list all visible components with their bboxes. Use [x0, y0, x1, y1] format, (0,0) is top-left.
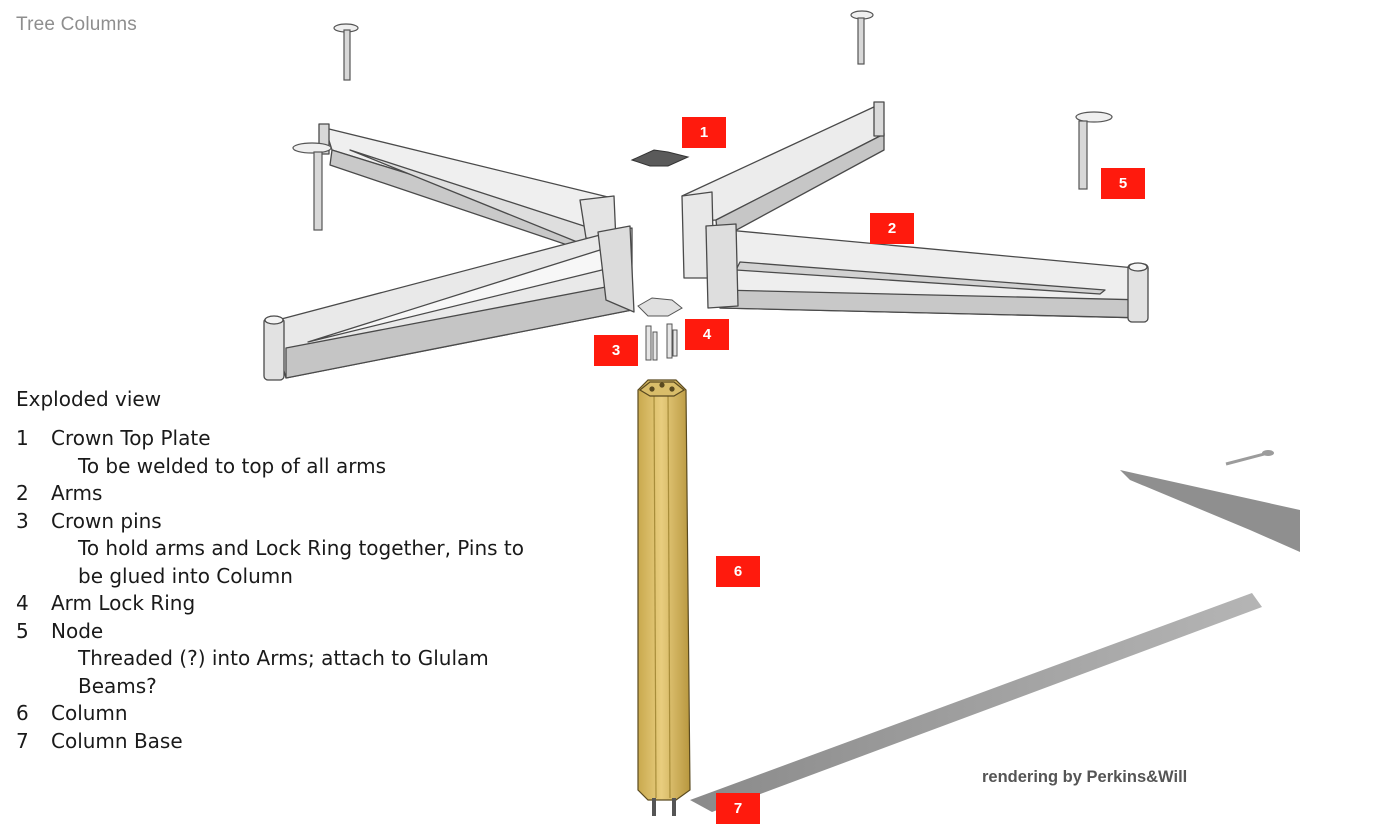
legend-item-number: 1 [16, 426, 29, 450]
legend-item-number: 2 [16, 481, 29, 505]
legend-item-number: 7 [16, 728, 29, 753]
legend-item-number: 4 [16, 591, 29, 615]
legend-item: 1 Crown Top Plate [16, 425, 576, 453]
legend-item: 4 Arm Lock Ring [16, 590, 576, 618]
callout-5: 5 [1101, 168, 1145, 199]
callout-1: 1 [682, 117, 726, 148]
arms-assembly [263, 101, 1149, 381]
legend-item-label: Column [51, 701, 128, 725]
node-pins [292, 10, 1113, 231]
legend-item-note: To hold arms and Lock Ring together, Pin… [78, 536, 524, 560]
crown-pins [645, 323, 678, 361]
legend-item: 5 Node [16, 618, 576, 646]
legend-heading: Exploded view [16, 387, 162, 411]
rendering-credit: rendering by Perkins&Will [982, 768, 1188, 786]
legend-item-label: Crown pins [51, 508, 162, 533]
ground-shadow [690, 450, 1300, 812]
callout-6: 6 [716, 556, 760, 587]
legend-item-label: Crown Top Plate [51, 426, 211, 450]
page-title: Tree Columns [16, 14, 138, 35]
legend-item-label: Column Base [51, 728, 183, 753]
callout-3: 3 [594, 335, 638, 366]
legend-item-number: 6 [16, 701, 29, 725]
legend-item-label: Node [51, 618, 104, 643]
legend-item: 6 Column [16, 700, 576, 728]
arm-lock-ring [637, 297, 683, 317]
callout-2: 2 [870, 213, 914, 244]
column [637, 379, 691, 801]
legend-item: 7 Column Base [16, 728, 576, 756]
legend-item-note: Threaded (?) into Arms; attach to Glulam [78, 646, 489, 670]
crown-top-plate [630, 149, 690, 167]
legend: Exploded view 1 Crown Top Plate To be we… [16, 386, 576, 755]
legend-item-number: 3 [16, 508, 29, 533]
legend-item-note: To be welded to top of all arms [78, 453, 386, 478]
legend-item-number: 5 [16, 618, 29, 643]
callout-7: 7 [716, 793, 760, 824]
legend-item: 3 Crown pins [16, 508, 576, 536]
legend-item-label: Arms [51, 481, 103, 505]
legend-item-note: Beams? [78, 673, 157, 698]
legend-item: 2 Arms [16, 480, 576, 508]
callout-4: 4 [685, 319, 729, 350]
legend-item-note: be glued into Column [78, 563, 293, 588]
column-base [652, 798, 676, 816]
legend-item-label: Arm Lock Ring [51, 591, 196, 615]
